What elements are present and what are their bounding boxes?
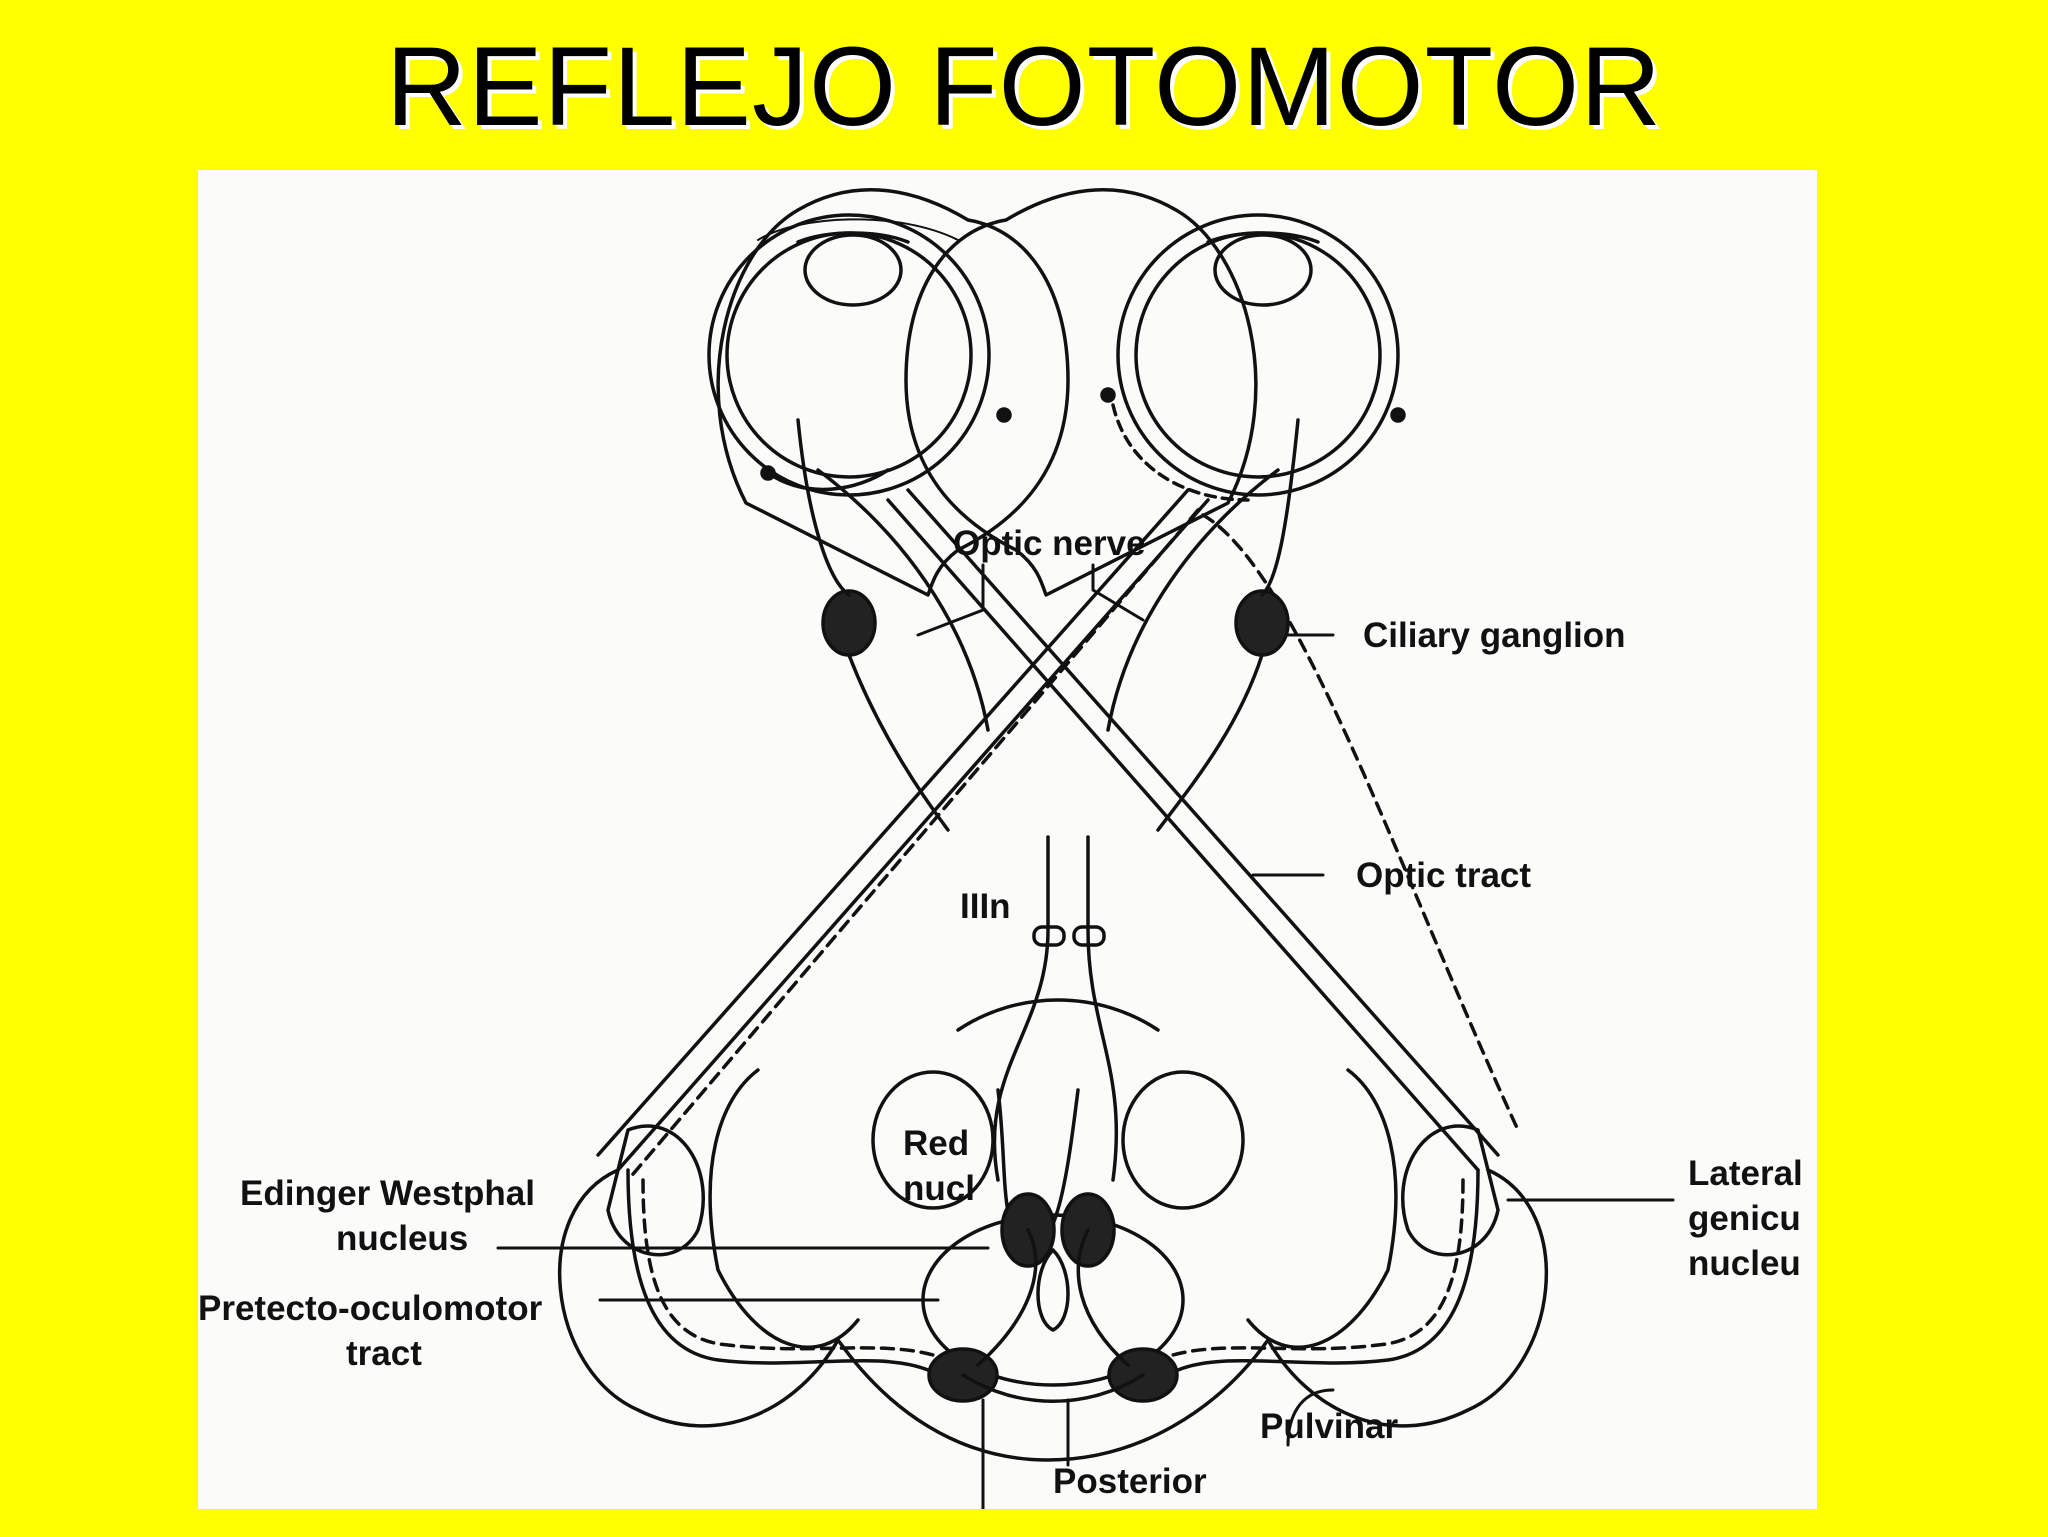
oculomotor-nerves [992, 835, 1119, 1182]
optic-nerve-leader-left [916, 563, 985, 637]
optic-nerves [596, 468, 1520, 1182]
optic-nerve-leader-right [1091, 563, 1145, 622]
label-lateral-2: genicu [1688, 1199, 1801, 1238]
slide-title: REFLEJO FOTOMOTOR [385, 24, 1663, 149]
label-lateral-1: Lateral [1688, 1154, 1803, 1193]
left-ciliary-ganglion [821, 589, 877, 657]
right-ciliary-ganglion [1234, 589, 1290, 657]
midbrain-outline [558, 998, 1548, 1462]
label-ciliary-ganglion: Ciliary ganglion [1363, 616, 1626, 655]
label-posterior: Posterior [1053, 1462, 1207, 1501]
label-lateral-3: nucleu [1688, 1244, 1801, 1283]
label-edinger-2: nucleus [336, 1219, 468, 1258]
label-optic-nerve: Optic nerve [953, 524, 1146, 563]
label-optic-tract: Optic tract [1356, 856, 1531, 895]
label-edinger-1: Edinger Westphal [240, 1174, 535, 1213]
label-red-nucleus-2: nucl [903, 1169, 975, 1208]
optic-tracts [626, 1168, 1480, 1372]
pupillary-light-reflex-diagram: Optic nerve Ciliary ganglion Optic tract… [198, 188, 1803, 1509]
diagram-panel: Optic nerve Ciliary ganglion Optic tract… [198, 170, 1817, 1509]
lateral-geniculate-nuclei [606, 1124, 1500, 1257]
right-eye [904, 188, 1406, 597]
label-red-nucleus-1: Red [903, 1124, 969, 1163]
ciliary-ganglia [796, 418, 1300, 832]
label-pretecto-1: Pretecto-oculomotor [198, 1289, 543, 1328]
label-pulvinar: Pulvinar [1260, 1407, 1398, 1446]
pretectal-nuclei [927, 1228, 1179, 1403]
label-pretecto-2: tract [346, 1334, 422, 1373]
leader-lines [496, 563, 1675, 1509]
label-cn3: IIIn [960, 887, 1011, 926]
pulvinar-leader [1286, 1388, 1335, 1447]
left-eye [707, 188, 1070, 597]
